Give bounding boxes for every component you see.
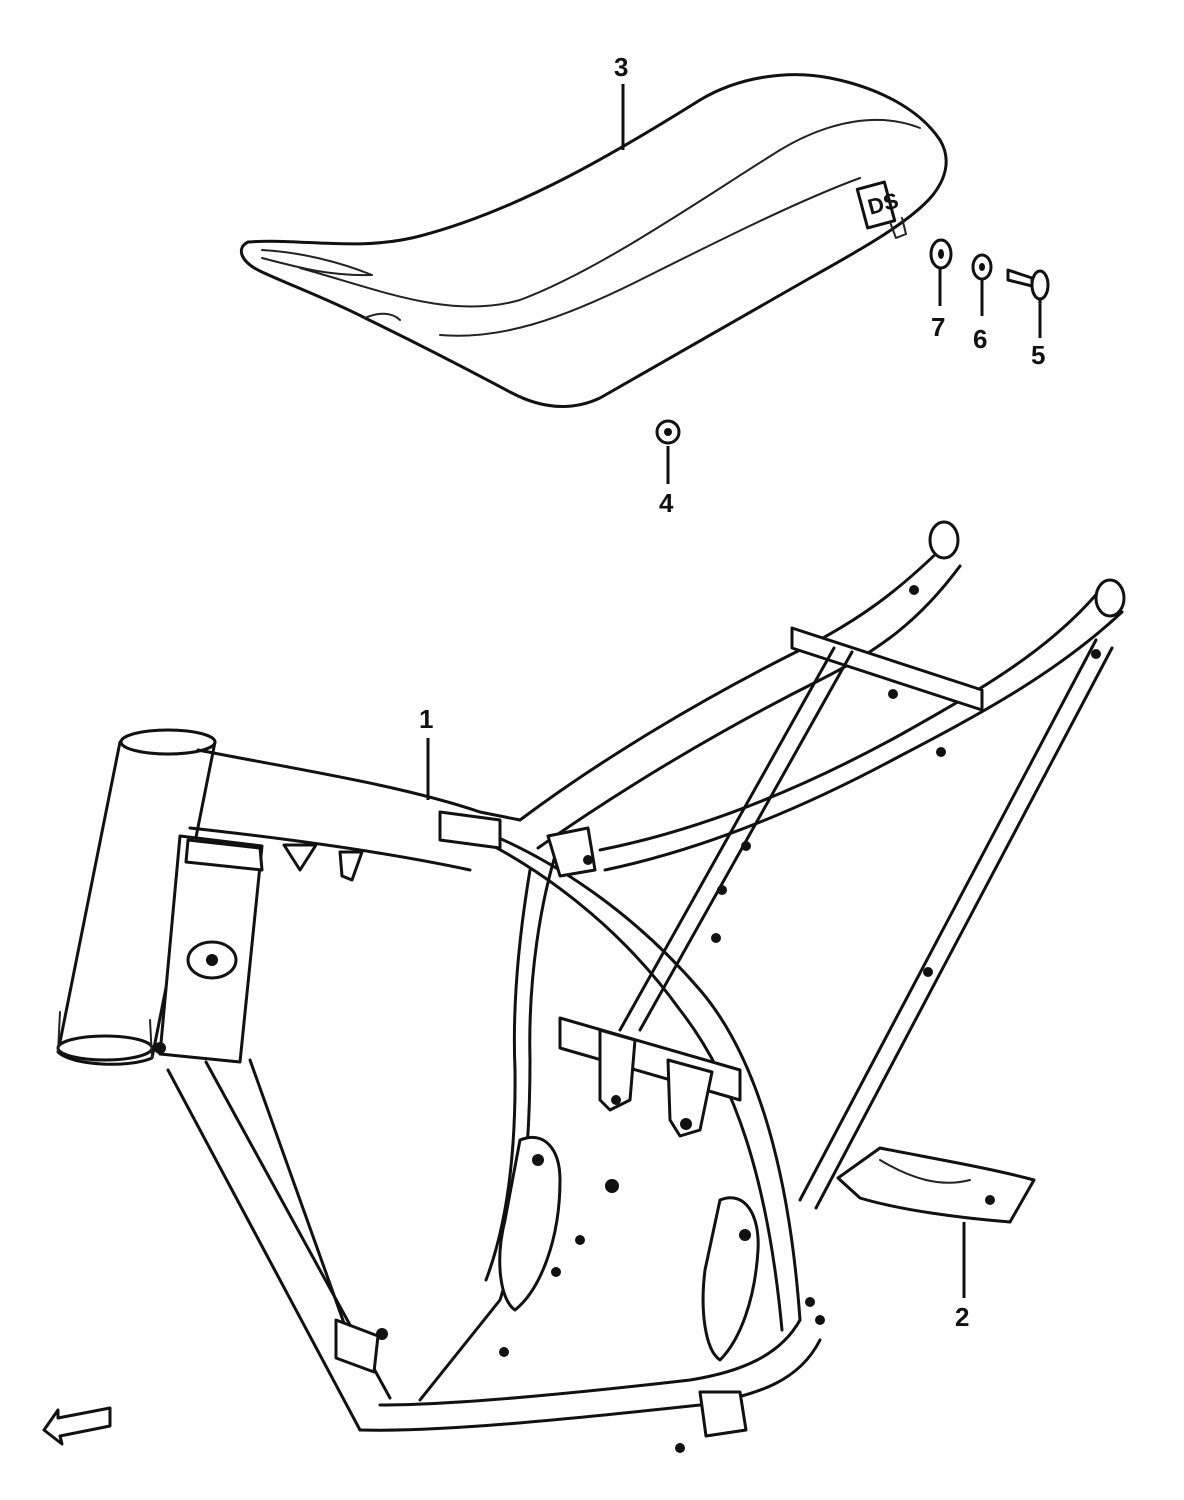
callout-number-6: 6 — [973, 324, 987, 354]
callout-1: 1 — [419, 704, 433, 800]
callout-number-1: 1 — [419, 704, 433, 734]
callout-number-2: 2 — [955, 1302, 969, 1332]
callout-7: 7 — [931, 268, 945, 342]
callout-2: 2 — [955, 1222, 969, 1332]
callout-3: 3 — [614, 52, 628, 150]
washer — [971, 253, 993, 281]
callout-5: 5 — [1031, 298, 1045, 370]
bolt — [1006, 268, 1050, 301]
skid-plate — [836, 1146, 1036, 1224]
cushion — [929, 238, 953, 270]
frame — [56, 520, 1126, 1453]
callout-6: 6 — [973, 280, 987, 354]
callout-number-3: 3 — [614, 52, 628, 82]
front-arrow-icon — [42, 1406, 112, 1446]
callout-number-7: 7 — [931, 312, 945, 342]
seat: DS — [239, 73, 948, 409]
callout-number-4: 4 — [659, 488, 674, 518]
callout-number-5: 5 — [1031, 340, 1045, 370]
callout-4: 4 — [659, 446, 674, 518]
nut — [655, 419, 681, 445]
